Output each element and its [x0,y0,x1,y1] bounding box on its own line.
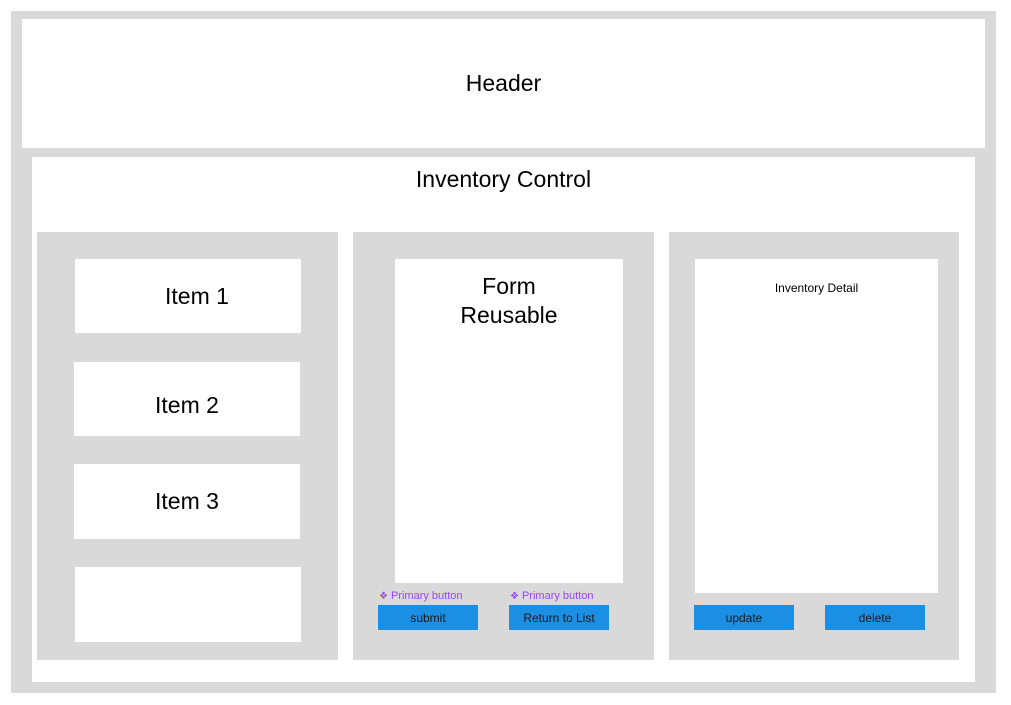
component-icon: ❖ [379,590,388,602]
delete-button[interactable]: delete [825,605,925,630]
list-item-label: Item 1 [165,282,229,309]
form-title-line1: Form [482,273,536,299]
detail-card: Inventory Detail [695,259,938,593]
list-item[interactable] [75,567,301,642]
list-item[interactable]: Item 1 [75,259,301,333]
component-label: ❖ Primary button [379,590,463,602]
list-item[interactable]: Item 3 [74,464,300,539]
submit-button[interactable]: submit [378,605,478,630]
return-to-list-button[interactable]: Return to List [509,605,609,630]
component-label-text: Primary button [390,590,463,602]
update-button[interactable]: update [694,605,794,630]
detail-title: Inventory Detail [774,281,859,295]
form-card: Form Reusable [395,259,623,583]
list-item[interactable]: Item 2 [74,362,300,436]
header-title: Header [465,70,542,96]
page-title: Inventory Control [415,166,592,192]
list-item-label: Item 3 [155,488,219,514]
component-icon: ❖ [510,590,519,602]
header: Header [22,19,985,148]
form-title-line2: Reusable [460,302,558,328]
component-label: ❖ Primary button [510,590,594,602]
list-item-label: Item 2 [155,391,219,418]
component-label-text: Primary button [521,590,594,602]
